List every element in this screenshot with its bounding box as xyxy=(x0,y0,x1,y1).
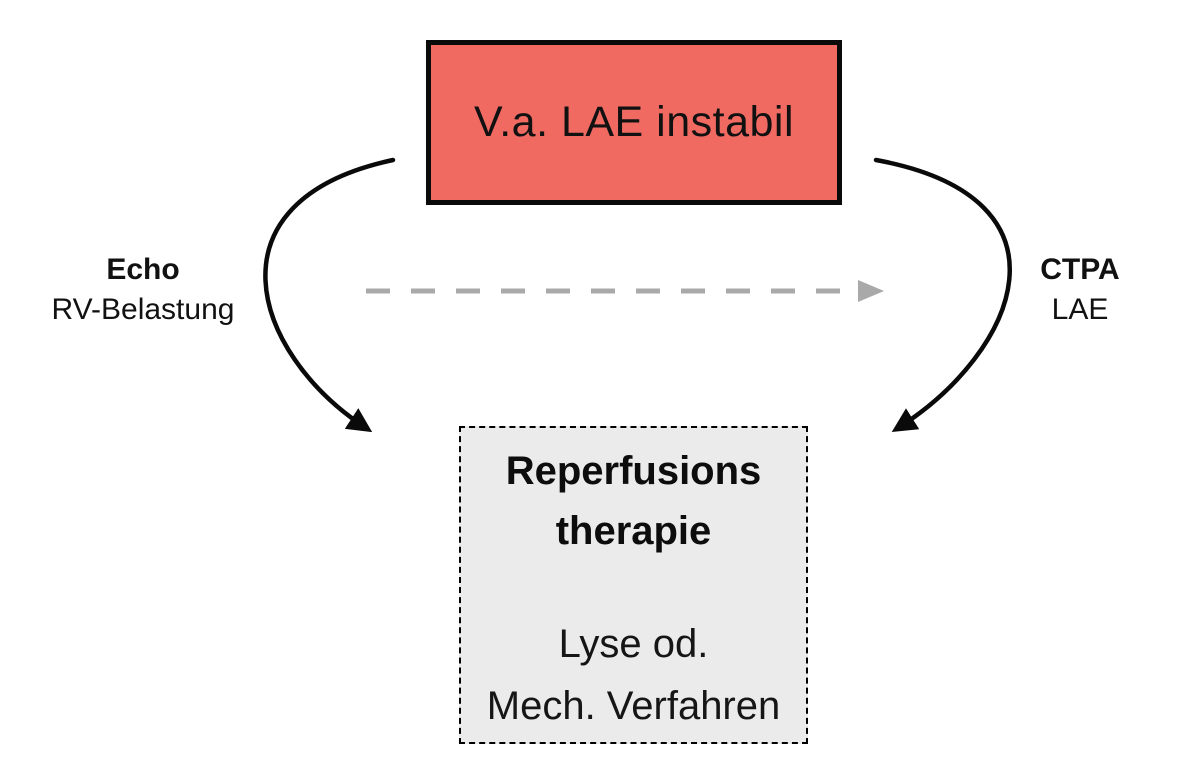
echo-branch-title: Echo xyxy=(106,253,180,286)
ctpa-branch-title: CTPA xyxy=(1040,253,1120,286)
ctpa-branch-label: CTPA LAE xyxy=(960,250,1182,330)
outcome-body-line-2: Mech. Verfahren xyxy=(486,684,781,728)
outcome-node-box: Reperfusions therapie Lyse od. Mech. Ver… xyxy=(459,426,808,744)
ctpa-branch-subtitle: LAE xyxy=(1051,293,1109,326)
echo-curved-arrow xyxy=(263,157,396,433)
outcome-node-title: Reperfusions therapie xyxy=(461,441,806,561)
echo-branch-label: Echo RV-Belastung xyxy=(13,250,273,330)
outcome-title-line-1: Reperfusions xyxy=(505,449,762,493)
dashed-direct-arrow xyxy=(366,280,884,302)
outcome-title-line-2: therapie xyxy=(555,509,712,553)
start-node-label: V.a. LAE instabil xyxy=(473,98,795,146)
echo-branch-subtitle: RV-Belastung xyxy=(51,293,235,326)
outcome-body-line-1: Lyse od. xyxy=(558,622,709,666)
start-node-box: V.a. LAE instabil xyxy=(426,40,842,205)
outcome-node-body: Lyse od. Mech. Verfahren xyxy=(461,613,806,737)
